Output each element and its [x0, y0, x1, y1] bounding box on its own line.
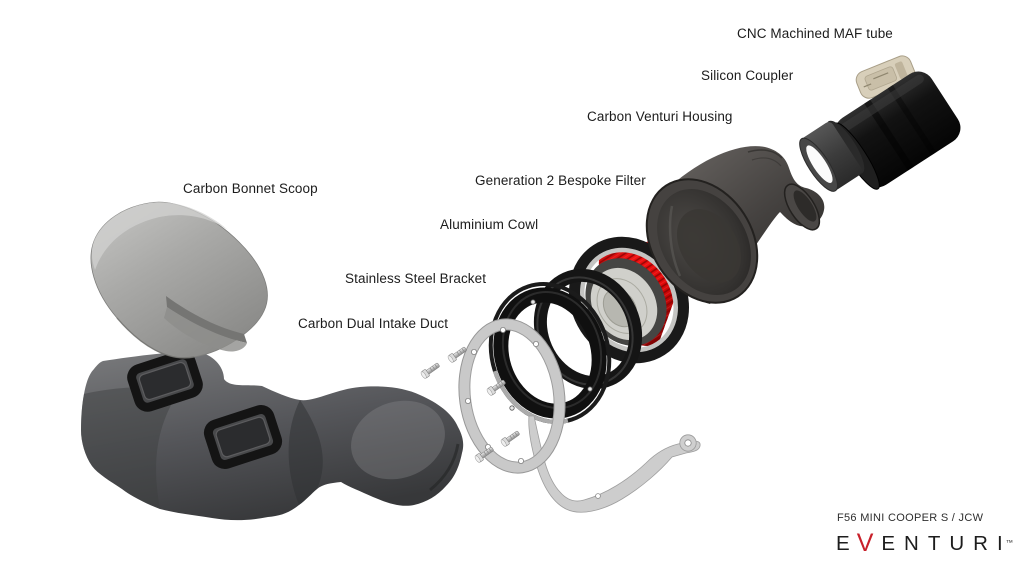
label-venturi-housing: Carbon Venturi Housing: [587, 109, 733, 124]
label-bespoke-filter: Generation 2 Bespoke Filter: [475, 173, 646, 188]
aluminium-cowl-part: [488, 282, 612, 424]
label-bonnet-scoop: Carbon Bonnet Scoop: [183, 181, 318, 196]
steel-bracket-part: [458, 318, 701, 513]
label-intake-duct: Carbon Dual Intake Duct: [298, 316, 449, 331]
eventuri-logo: EVENTURI™: [836, 530, 1013, 556]
maf-tube-part: [833, 71, 961, 190]
logo-letter-e: E: [836, 532, 859, 555]
label-maf-tube: CNC Machined MAF tube: [737, 26, 893, 41]
label-steel-bracket: Stainless Steel Bracket: [345, 271, 487, 286]
model-designation: F56 MINI COOPER S / JCW: [837, 512, 984, 524]
logo-letters-enturi: ENTURI: [881, 532, 1012, 555]
logo-letter-v-red: V: [856, 529, 883, 557]
intake-duct-part: [81, 350, 464, 521]
silicon-coupler-part: [799, 120, 865, 192]
label-aluminium-cowl: Aluminium Cowl: [440, 217, 539, 232]
label-silicon-coupler: Silicon Coupler: [701, 68, 794, 83]
venturi-housing-part: [645, 146, 825, 304]
trademark-symbol: ™: [1005, 538, 1014, 547]
bonnet-scoop-part: [90, 201, 268, 359]
